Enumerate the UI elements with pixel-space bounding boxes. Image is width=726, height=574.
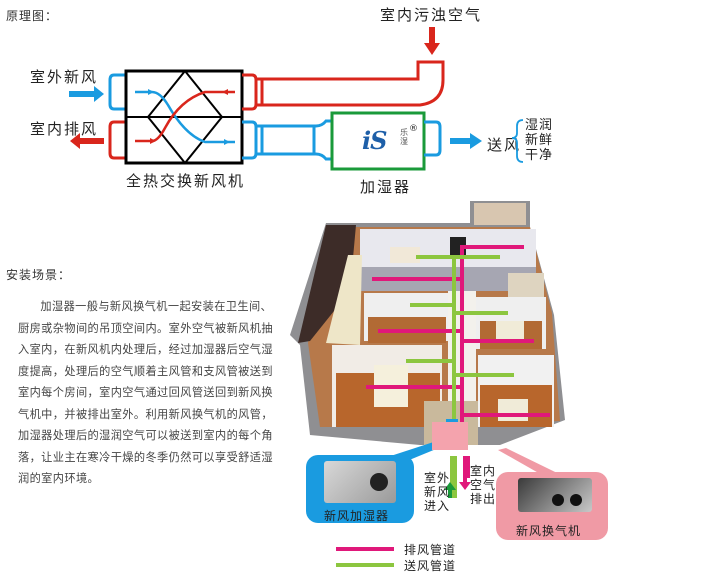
outdoor-in-line: 新风 <box>424 485 451 499</box>
house-illustration <box>290 201 565 445</box>
brace <box>511 119 524 163</box>
indoor-dirty-air-label: 室内污浊空气 <box>380 6 483 24</box>
supply-qualities: 湿润 新鲜 干净 <box>525 118 553 163</box>
humidifier-callout-label: 新风加湿器 <box>324 509 390 523</box>
fresh-air-in-arrow <box>69 86 104 102</box>
legend-item-exhaust: 排风管道 <box>336 541 456 557</box>
supply-quality: 湿润 <box>525 118 554 133</box>
indoor-out-line: 室内 <box>470 464 497 478</box>
legend-swatch-exhaust <box>336 547 394 551</box>
indoor-out-line: 空气 <box>470 478 497 492</box>
indoor-out-line: 排出 <box>470 492 497 506</box>
humidifier-callout: 新风加湿器 <box>306 455 414 523</box>
outdoor-in-line: 室外 <box>424 471 451 485</box>
ventilator-port <box>570 494 582 506</box>
supply-quality: 干净 <box>525 148 554 163</box>
legend-item-supply: 送风管道 <box>336 557 456 573</box>
ventilator-callout: 新风换气机 <box>496 472 608 540</box>
installation-heading: 安装场景： <box>6 268 72 282</box>
humidifier-label: 加湿器 <box>360 178 412 196</box>
supply-air-label: 送风 <box>487 136 522 154</box>
supply-quality: 新鲜 <box>525 133 554 148</box>
exhaust-ducts <box>366 245 550 443</box>
ventilator-port <box>552 494 564 506</box>
legend-swatch-supply <box>336 563 394 567</box>
outdoor-in-line: 进入 <box>424 499 451 513</box>
exhaust-down-arrow <box>459 474 471 490</box>
humidifier-box <box>330 111 426 171</box>
ventilator-box <box>124 69 244 165</box>
principle-heading: 原理图： <box>6 9 59 23</box>
installation-description: 加湿器一般与新风换气机一起安装在卫生间、厨房或杂物间的吊顶空间内。室外空气被新风… <box>18 300 273 485</box>
exhaust-duct <box>255 60 445 107</box>
ventilator-callout-label: 新风换气机 <box>516 524 582 538</box>
supply-ducts <box>406 255 514 427</box>
fresh-air-up-arrow <box>444 482 456 498</box>
brand-char: 乐 <box>400 128 408 137</box>
dirty-air-arrow <box>424 27 440 55</box>
outdoor-in-label: 室外 新风 进入 <box>424 471 454 513</box>
supply-out-arrow <box>450 133 482 149</box>
brand-chinese: 乐 湿 <box>400 128 408 146</box>
legend: 排风管道 送风管道 <box>336 541 456 573</box>
ventilator-location-marker <box>432 422 468 450</box>
left-blue-connector <box>108 73 125 111</box>
humidifier-port <box>370 473 388 491</box>
registered-mark: ® <box>409 124 418 134</box>
left-red-connector <box>108 120 125 160</box>
brand-char: 湿 <box>400 137 408 146</box>
legend-label: 排风管道 <box>404 542 457 557</box>
ventilator-label: 全热交换新风机 <box>126 172 246 190</box>
exhaust-out-arrow <box>70 133 104 149</box>
brand-logo-text: iS <box>362 126 387 155</box>
indoor-out-label: 室内 空气 排出 <box>470 464 500 506</box>
supply-duct <box>255 119 332 161</box>
brand-logo: iS 乐 湿 ® <box>362 124 422 156</box>
outdoor-fresh-air-label: 室外新风 <box>30 68 99 86</box>
legend-label: 送风管道 <box>404 558 457 573</box>
principle-diagram <box>69 27 524 171</box>
